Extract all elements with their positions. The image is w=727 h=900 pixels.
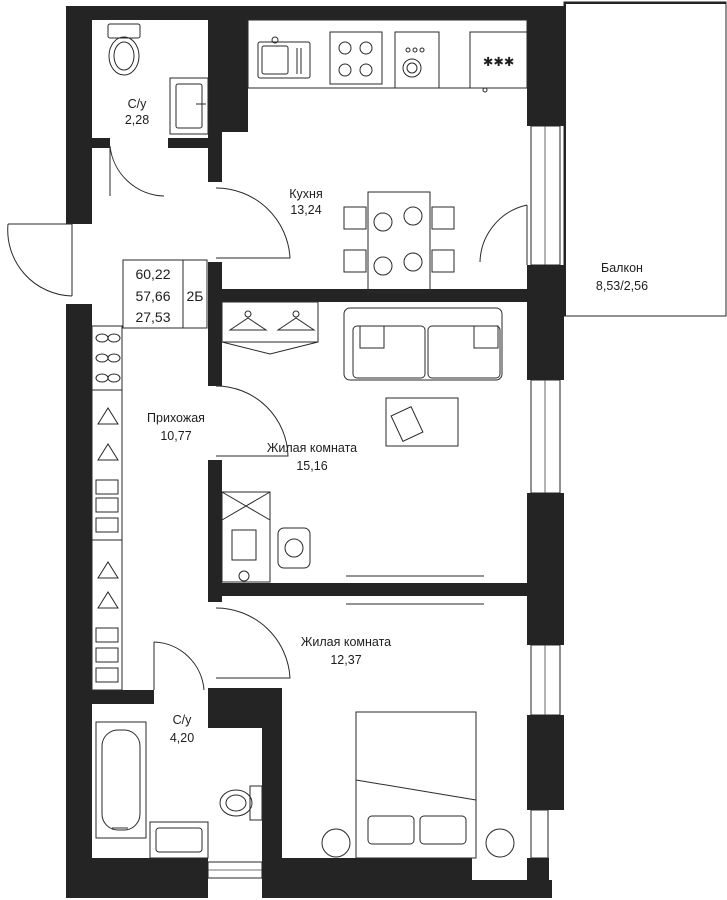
room-name-living2: Жилая комната xyxy=(301,635,391,649)
room-area-hallway: 10,77 xyxy=(160,429,191,443)
windows xyxy=(207,125,561,879)
room-name-wc1: С/у xyxy=(128,97,148,111)
room-labels: С/у 2,28 Кухня 13,24 Балкон 8,53/2,56 Пр… xyxy=(125,97,648,745)
room-area-wc1: 2,28 xyxy=(125,113,149,127)
dining-table-icon xyxy=(343,191,455,293)
hanger-icon xyxy=(97,443,119,461)
sink-icon xyxy=(257,36,311,79)
room-name-balcony: Балкон xyxy=(601,261,643,275)
room-name-hallway: Прихожая xyxy=(147,411,205,425)
fridge-icon: ✱✱✱ xyxy=(469,31,528,93)
room-area-kitchen: 13,24 xyxy=(290,203,321,217)
summary-labels: 60,22 57,66 27,53 2Б xyxy=(135,266,203,325)
coffee-table xyxy=(385,397,459,447)
hanger-icon xyxy=(97,591,119,609)
hanger-icon xyxy=(97,407,119,425)
sofa-icon xyxy=(343,307,503,381)
svg-text:✱✱✱: ✱✱✱ xyxy=(483,55,514,69)
bathtub-icon xyxy=(95,721,147,839)
shoes-icon xyxy=(95,333,121,383)
total-area: 60,22 xyxy=(135,266,170,282)
living-area: 57,66 xyxy=(135,288,170,304)
dishwasher-icon xyxy=(394,31,440,89)
hanger-icon xyxy=(228,310,268,331)
wardrobe xyxy=(221,301,319,355)
sink-icon xyxy=(169,77,209,135)
apartment-type: 2Б xyxy=(187,288,204,304)
room-area-living2: 12,37 xyxy=(330,653,361,667)
residential-area: 27,53 xyxy=(135,309,170,325)
room-area-wc2: 4,20 xyxy=(170,731,194,745)
hanger-icon xyxy=(97,561,119,579)
chair-icon xyxy=(277,527,311,569)
bed-icon xyxy=(321,711,515,859)
hallway-storage xyxy=(91,325,123,691)
toilet-icon xyxy=(107,23,141,76)
room-name-wc2: С/у xyxy=(173,713,193,727)
room-name-living1: Жилая комната xyxy=(267,441,357,455)
toilet-icon xyxy=(219,785,263,821)
apartment-summary xyxy=(122,259,208,329)
room-area-living1: 15,16 xyxy=(296,459,327,473)
stove-icon xyxy=(329,31,383,85)
kitchen-counter: ✱✱✱ xyxy=(247,19,528,93)
tv-icon xyxy=(346,575,484,605)
hanger-icon xyxy=(276,310,316,331)
sink-icon xyxy=(149,821,209,859)
desk-icon xyxy=(221,491,271,583)
room-area-balcony: 8,53/2,56 xyxy=(596,279,648,293)
walls xyxy=(66,1,727,898)
room-name-kitchen: Кухня xyxy=(289,187,322,201)
doors xyxy=(7,145,528,691)
